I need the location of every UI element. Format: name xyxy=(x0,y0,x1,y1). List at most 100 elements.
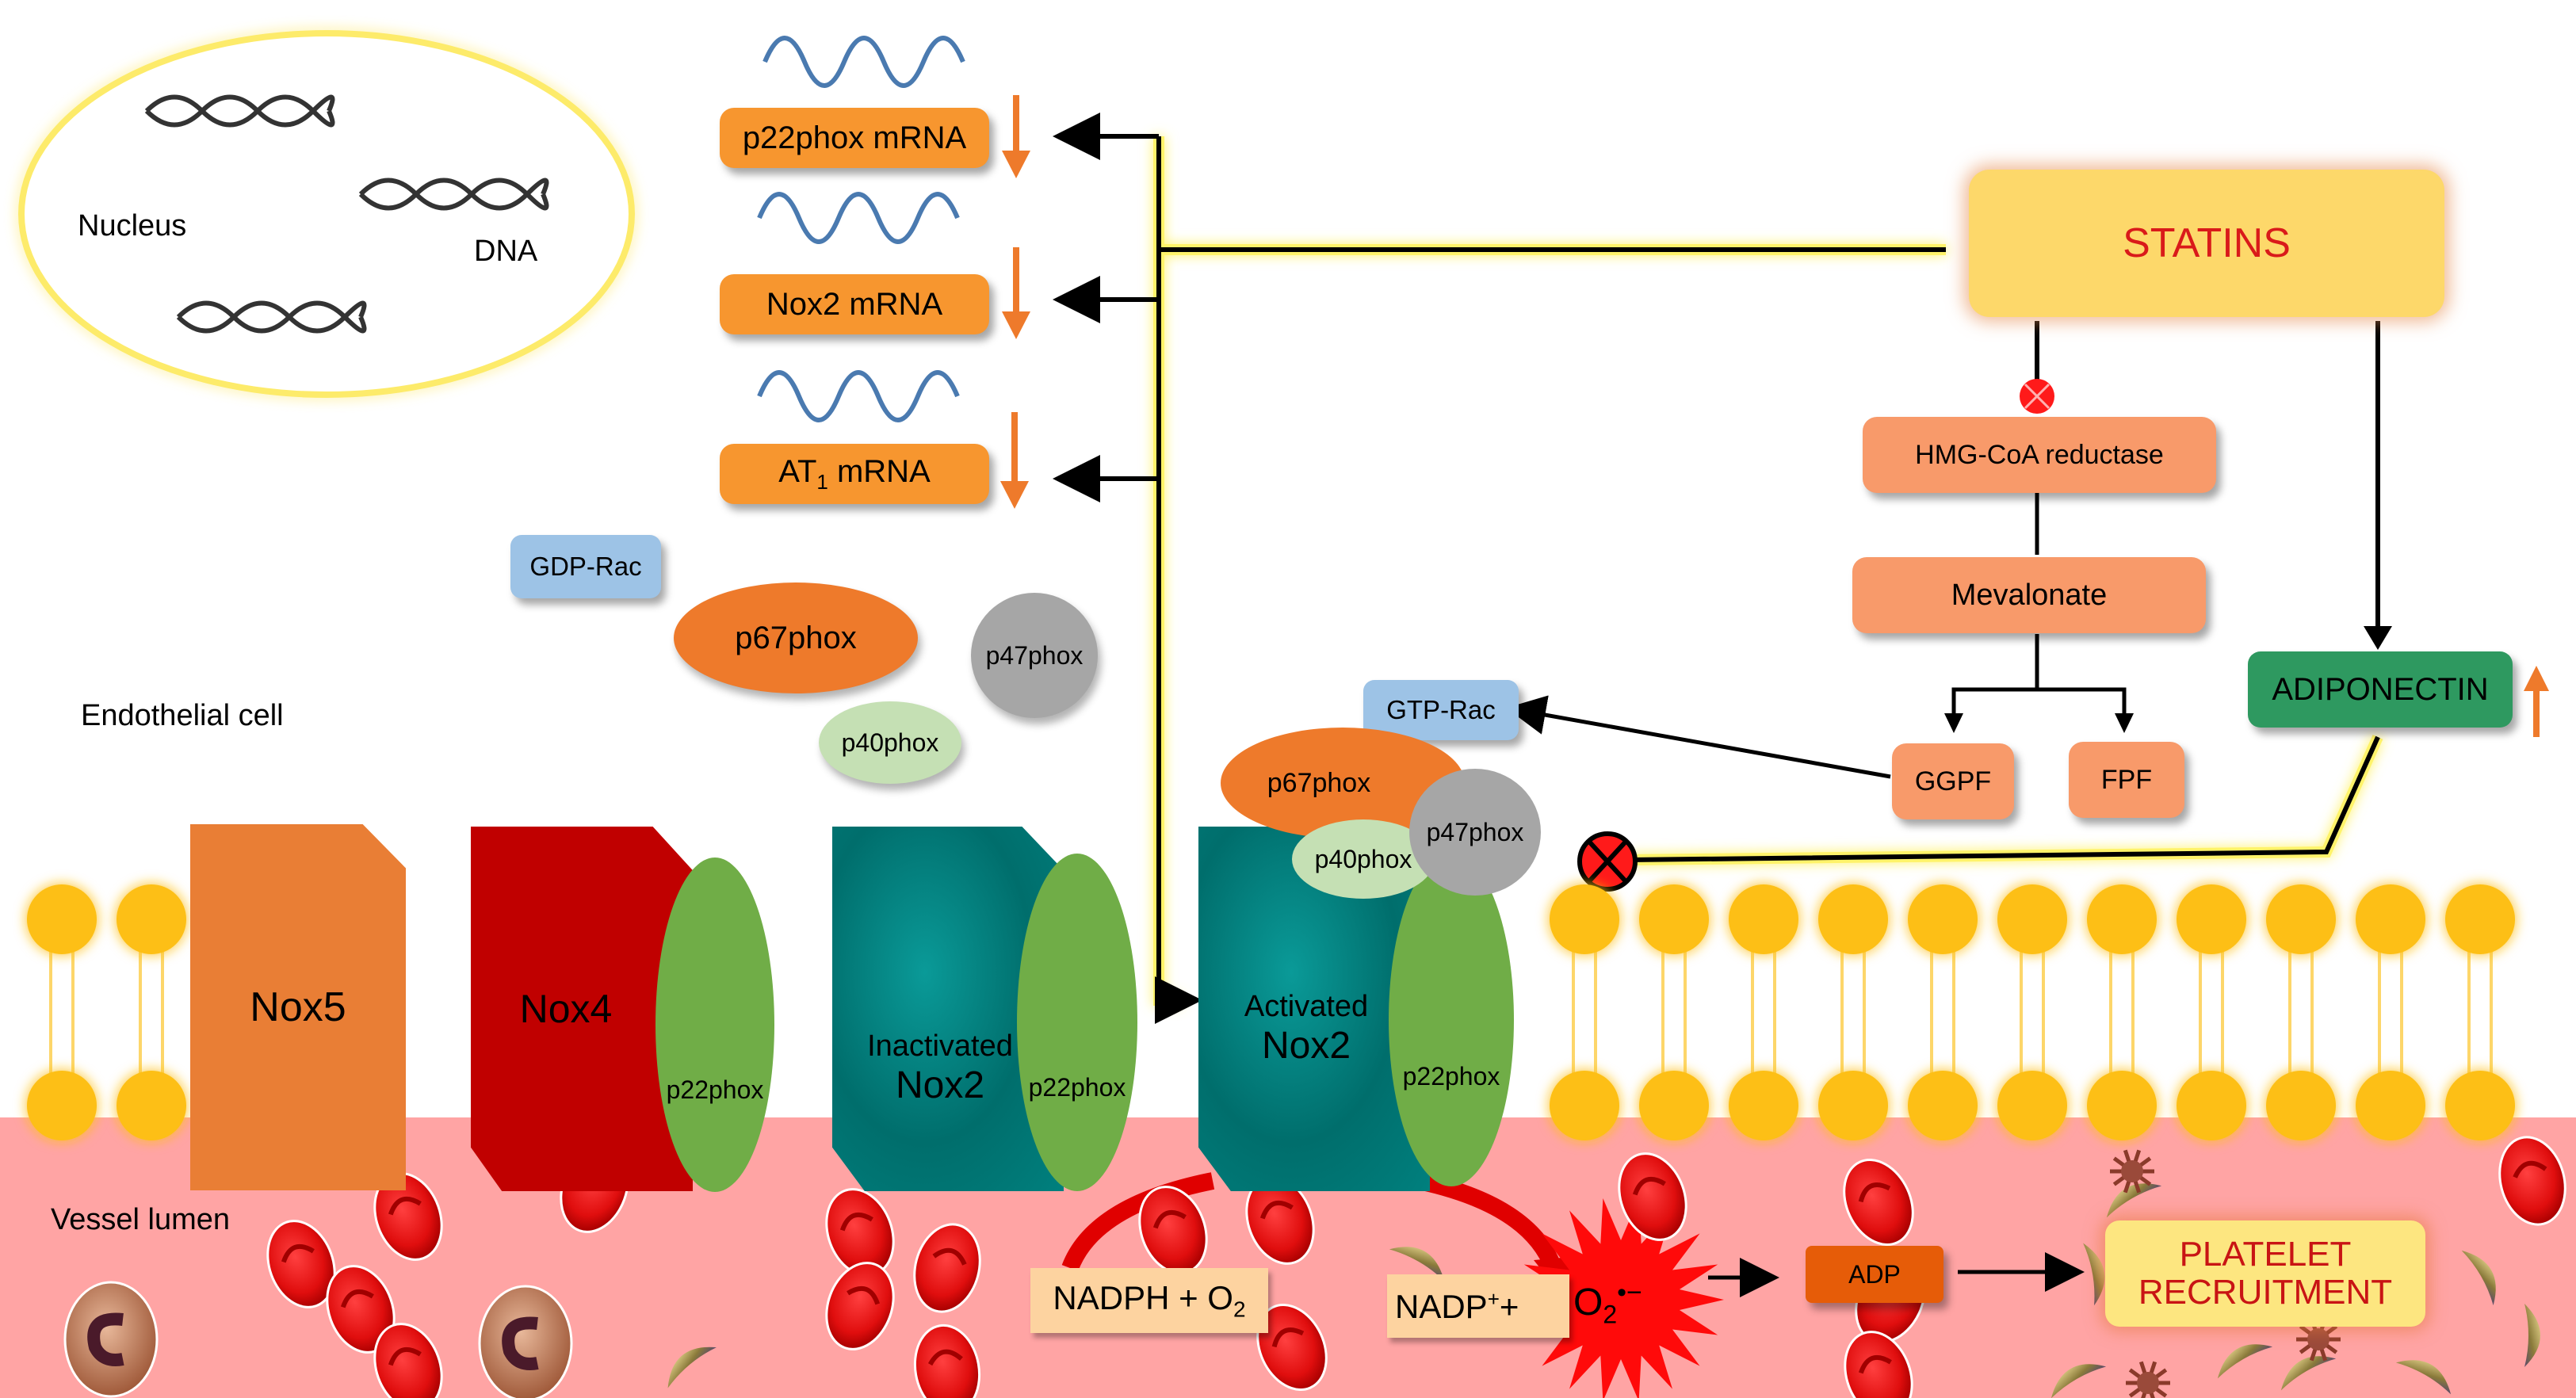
red-blood-cell-icon xyxy=(2498,1136,2566,1226)
nox2-mrna-label: Nox2 mRNA xyxy=(766,286,943,322)
p67phox-label: p67phox xyxy=(1267,767,1371,798)
decrease-arrow-icon xyxy=(1000,412,1029,509)
gdp-rac-box: GDP-Rac xyxy=(510,535,661,598)
red-blood-cell-icon xyxy=(1245,1176,1315,1265)
p47phox-free: p47phox xyxy=(971,593,1098,718)
p22phox-label: p22phox xyxy=(1402,1062,1500,1091)
red-blood-cell-icon xyxy=(266,1220,336,1308)
nox2-mrna-box: Nox2 mRNA xyxy=(720,274,989,334)
p47phox-bound: p47phox xyxy=(1409,769,1541,896)
platelet-label: PLATELET xyxy=(2179,1234,2352,1274)
p67phox-free: p67phox xyxy=(674,582,918,693)
red-blood-cell-icon xyxy=(913,1324,981,1398)
p22phox-label: p22phox xyxy=(1028,1073,1126,1102)
inhibition-cross-icon xyxy=(2024,383,2050,410)
red-blood-cell-icon xyxy=(825,1262,895,1350)
phospholipid xyxy=(117,884,186,1140)
p67phox-label: p67phox xyxy=(735,620,857,655)
statins-box: STATINS xyxy=(1969,170,2444,317)
p40phox-label: p40phox xyxy=(1314,844,1412,873)
recruitment-label: RECRUITMENT xyxy=(2138,1273,2393,1312)
platelet-icon xyxy=(2461,1250,2496,1306)
dna-helix-icon xyxy=(144,94,335,128)
dna-helix-icon xyxy=(176,300,367,334)
nucleus-label: Nucleus xyxy=(78,209,187,243)
inactivated-nox2-p22phox: p22phox xyxy=(1017,854,1137,1191)
decrease-arrow-icon xyxy=(1002,95,1030,178)
phospholipid xyxy=(1997,884,2067,1140)
adiponectin-inhibition-line xyxy=(1628,735,2380,862)
phospholipid xyxy=(2087,884,2157,1140)
statins-connector-lines xyxy=(1053,113,1946,1024)
dna-helix-icon xyxy=(358,178,549,211)
red-blood-cell-icon xyxy=(1138,1186,1208,1274)
ggpf-box: GGPF xyxy=(1892,743,2014,819)
nadph-o2-box: NADPH + O2 xyxy=(1030,1268,1268,1333)
lipid-bilayer xyxy=(27,884,2515,1140)
ggpf-label: GGPF xyxy=(1914,766,1992,796)
red-blood-cell-icon xyxy=(1618,1152,1687,1241)
adiponectin-box: ADIPONECTIN xyxy=(2248,651,2513,728)
activated-platelet-icon xyxy=(2110,1149,2154,1194)
mevalonate-box: Mevalonate xyxy=(1852,557,2206,633)
hmg-coa-reductase-box: HMG-CoA reductase xyxy=(1863,417,2216,493)
mrna-strand-icon xyxy=(757,370,960,422)
p40phox-free: p40phox xyxy=(819,701,961,784)
nox4-label: Nox4 xyxy=(519,987,613,1031)
inhibition-cross-icon xyxy=(1587,839,1628,884)
adiponectin-label: ADIPONECTIN xyxy=(2272,671,2489,707)
activated-platelet-icon xyxy=(2296,1317,2341,1362)
phospholipid xyxy=(1818,884,1888,1140)
platelet-icon xyxy=(2217,1344,2273,1379)
nadp-label: NADP++ xyxy=(1395,1286,1519,1325)
adp-box: ADP xyxy=(1806,1246,1943,1303)
decrease-arrow-icon xyxy=(1002,247,1030,339)
p47phox-label: p47phox xyxy=(985,640,1084,670)
increase-arrow-icon xyxy=(2524,666,2549,737)
reaction-arc xyxy=(1416,1172,1562,1272)
nox5-label: Nox5 xyxy=(250,984,346,1030)
nadp-box: NADP++ xyxy=(1387,1274,1569,1338)
platelet-icon xyxy=(2280,1356,2337,1391)
gtp-rac-box: GTP-Rac xyxy=(1363,680,1519,740)
platelet-icon xyxy=(2106,1183,2162,1218)
white-blood-cell-icon xyxy=(478,1285,573,1398)
activated-nox2-p22phox: p22phox xyxy=(1389,854,1514,1186)
red-blood-cell-icon xyxy=(1843,1159,1914,1246)
arrowhead-ggpf xyxy=(1944,713,1963,733)
phospholipid xyxy=(1550,884,1619,1140)
hmg-coa-reductase-label: HMG-CoA reductase xyxy=(1915,439,2164,470)
vessel-lumen-label: Vessel lumen xyxy=(51,1203,231,1236)
white-blood-cell-icon xyxy=(63,1281,159,1398)
platelet-icon xyxy=(2050,1364,2107,1398)
red-blood-cell-icon xyxy=(326,1265,396,1354)
phospholipid xyxy=(2445,884,2515,1140)
mevalonate-pathway-lines xyxy=(1951,491,2127,713)
p40phox-label: p40phox xyxy=(841,728,939,757)
phospholipid xyxy=(27,884,97,1140)
platelet-icon xyxy=(1389,1247,1445,1282)
fpf-box: FPF xyxy=(2069,742,2184,818)
activated-label: Activated xyxy=(1244,990,1369,1023)
phospholipid xyxy=(1639,884,1709,1140)
nox2-label: Nox2 xyxy=(1261,1025,1351,1067)
p47phox-label: p47phox xyxy=(1426,817,1524,846)
platelet-icon xyxy=(2524,1304,2540,1367)
nox4-p22phox: p22phox xyxy=(655,858,774,1192)
phospholipid xyxy=(2177,884,2246,1140)
reaction-arc xyxy=(1061,1172,1215,1272)
endothelial-cell-label: Endothelial cell xyxy=(81,699,284,732)
adp-label: ADP xyxy=(1848,1259,1901,1289)
nox2-label: Nox2 xyxy=(895,1064,985,1106)
at1-mrna-box: AT1 mRNA xyxy=(720,444,989,504)
mrna-strand-icon xyxy=(762,36,965,88)
nadph-o2-label: NADPH + O2 xyxy=(1053,1278,1246,1322)
phospholipid xyxy=(1908,884,1978,1140)
gtp-rac-label: GTP-Rac xyxy=(1386,695,1496,724)
mevalonate-label: Mevalonate xyxy=(1951,578,2108,612)
blood-cells xyxy=(63,1136,2566,1398)
activated-platelet-icon xyxy=(2126,1361,2170,1398)
dna-label: DNA xyxy=(474,235,538,268)
superoxide-label: O2•− xyxy=(1573,1278,1642,1329)
